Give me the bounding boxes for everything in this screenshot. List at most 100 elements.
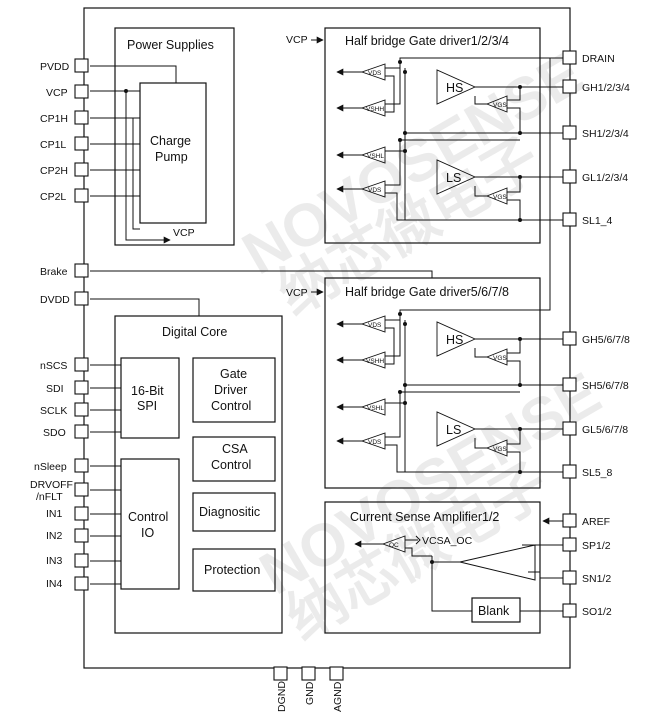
pin-sh5678 bbox=[562, 377, 577, 392]
gdc-label-2: Driver bbox=[214, 383, 247, 397]
hb1-ls: LS bbox=[446, 171, 461, 185]
pin-label-sh5678: SH5/6/7/8 bbox=[582, 380, 629, 392]
pin-sdo bbox=[74, 424, 89, 439]
pin-label-gh1234: GH1/2/3/4 bbox=[582, 82, 630, 94]
power-supplies-block bbox=[114, 27, 235, 246]
pin-label-gl1234: GL1/2/3/4 bbox=[582, 172, 628, 184]
pin-in1 bbox=[74, 506, 89, 521]
pin-drvoff bbox=[74, 482, 89, 497]
hb1-vgs-1: VGS bbox=[493, 102, 507, 109]
pin-drain bbox=[562, 50, 577, 65]
pin-label-sp12: SP1/2 bbox=[582, 540, 611, 552]
spi-label-1: 16-Bit bbox=[131, 384, 164, 398]
hb1-vshl: VSHL bbox=[367, 153, 384, 160]
bottom-pins bbox=[273, 666, 344, 681]
pin-in3 bbox=[74, 553, 89, 568]
pin-label-in4: IN4 bbox=[46, 578, 63, 590]
hb1-vgs-2: VGS bbox=[493, 194, 507, 201]
csa-control-block bbox=[192, 436, 276, 482]
pin-nsleep bbox=[74, 458, 89, 473]
pin-gh5678 bbox=[562, 331, 577, 346]
pin-label-gh5678: GH5/6/7/8 bbox=[582, 334, 630, 346]
left-pins bbox=[74, 58, 89, 591]
pin-label-sn12: SN1/2 bbox=[582, 573, 611, 585]
spi-label-2: SPI bbox=[137, 399, 157, 413]
pin-gl1234 bbox=[562, 169, 577, 184]
pin-label-nflt: /nFLT bbox=[36, 491, 63, 503]
pin-so12 bbox=[562, 603, 577, 618]
pin-label-in1: IN1 bbox=[46, 508, 63, 520]
pin-label-sdi: SDI bbox=[46, 383, 64, 395]
spi-block bbox=[120, 357, 180, 439]
digital-core-block bbox=[114, 315, 283, 634]
current-sense-amplifier: Current Sense Amplifier1/2 OC VCSA_OC Bl… bbox=[324, 501, 570, 634]
pin-nscs bbox=[74, 357, 89, 372]
pin-sn12 bbox=[562, 570, 577, 585]
half-bridge-2: Half bridge Gate driver5/6/7/8 VCP VDS V… bbox=[286, 57, 570, 489]
hb1-hs: HS bbox=[446, 81, 463, 95]
csa-title: Current Sense Amplifier1/2 bbox=[350, 510, 499, 524]
vcp-out-label: VCP bbox=[173, 227, 195, 239]
control-io-block bbox=[120, 458, 180, 590]
pin-label-in2: IN2 bbox=[46, 530, 63, 542]
pin-cp1l bbox=[74, 136, 89, 151]
pin-label-cp1l: CP1L bbox=[40, 139, 66, 151]
pin-sclk bbox=[74, 402, 89, 417]
hb1-block bbox=[324, 27, 541, 244]
right-pins bbox=[562, 50, 577, 618]
pin-label-cp2l: CP2L bbox=[40, 191, 66, 203]
pin-brake bbox=[74, 263, 89, 278]
pin-label-dgnd: DGND bbox=[276, 681, 288, 712]
pin-label-gl5678: GL5/6/7/8 bbox=[582, 424, 628, 436]
hb2-vcp-label: VCP bbox=[286, 287, 308, 299]
control-io-label-2: IO bbox=[141, 526, 154, 540]
pin-sp12 bbox=[562, 537, 577, 552]
gate-driver-control-block bbox=[192, 357, 276, 423]
pin-label-sdo: SDO bbox=[43, 427, 66, 439]
pin-dvdd bbox=[74, 291, 89, 306]
pin-gnd bbox=[301, 666, 316, 681]
pin-label-nsleep: nSleep bbox=[34, 461, 67, 473]
hb1-vshh: VSHH bbox=[366, 106, 384, 113]
charge-pump-label-1: Charge bbox=[150, 134, 191, 148]
pin-label-vcp: VCP bbox=[46, 87, 68, 99]
pin-label-so12: SO1/2 bbox=[582, 606, 612, 618]
blank-label: Blank bbox=[478, 604, 510, 618]
pin-sl5-8 bbox=[562, 464, 577, 479]
hb2-block bbox=[324, 277, 541, 489]
pin-agnd bbox=[329, 666, 344, 681]
pin-gl5678 bbox=[562, 421, 577, 436]
hb1-vds-1: VDS bbox=[368, 70, 382, 77]
csa-vcsa-oc: VCSA_OC bbox=[422, 535, 473, 547]
pin-label-drvoff: DRVOFF bbox=[30, 479, 73, 491]
hb2-hs: HS bbox=[446, 333, 463, 347]
pin-sl1-4 bbox=[562, 212, 577, 227]
hb2-vds-1: VDS bbox=[368, 322, 382, 329]
csa-oc: OC bbox=[389, 542, 399, 549]
charge-pump-label-2: Pump bbox=[155, 150, 188, 164]
csa-block bbox=[324, 501, 541, 634]
power-supplies-title: Power Supplies bbox=[127, 38, 214, 52]
pin-cp2h bbox=[74, 162, 89, 177]
pin-in2 bbox=[74, 528, 89, 543]
pin-in4 bbox=[74, 576, 89, 591]
pin-label-sl5-8: SL5_8 bbox=[582, 467, 613, 479]
pin-label-sh1234: SH1/2/3/4 bbox=[582, 128, 629, 140]
csa-control-label-2: Control bbox=[211, 458, 251, 472]
pin-vcp bbox=[74, 84, 89, 99]
pin-label-gnd: GND bbox=[304, 681, 316, 705]
pin-label-sclk: SCLK bbox=[40, 405, 67, 417]
blank-block bbox=[471, 597, 521, 623]
hb2-vshh: VSHH bbox=[366, 358, 384, 365]
hb2-vshl: VSHL bbox=[367, 405, 384, 412]
pin-label-in3: IN3 bbox=[46, 555, 63, 567]
hb1-vcp-label: VCP bbox=[286, 34, 308, 46]
charge-pump-block bbox=[139, 82, 207, 224]
hb2-vgs-1: VGS bbox=[493, 355, 507, 362]
pin-label-nscs: nSCS bbox=[40, 360, 67, 372]
hb2-ls: LS bbox=[446, 423, 461, 437]
csa-control-label-1: CSA bbox=[222, 442, 248, 456]
pin-label-cp2h: CP2H bbox=[40, 165, 68, 177]
pin-cp1h bbox=[74, 110, 89, 125]
control-io-label-1: Control bbox=[128, 510, 168, 524]
